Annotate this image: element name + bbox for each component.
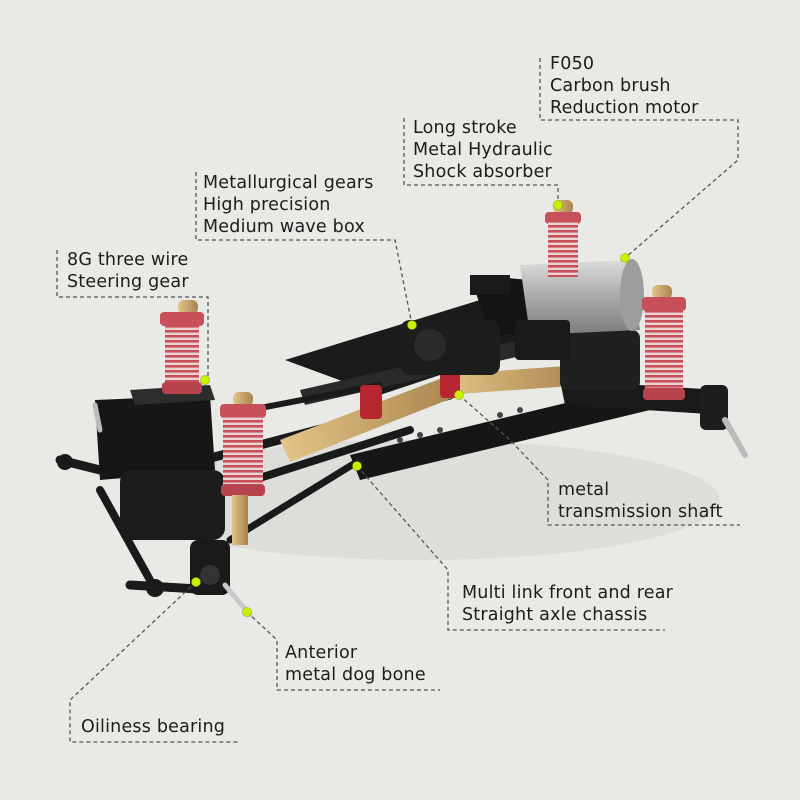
callout-bearing-line-1: Oiliness bearing [81,717,226,737]
dot-shock [553,200,563,210]
callout-dogbone-line-1: Anterior [285,643,358,663]
dot-dogbone [242,607,252,617]
leader-chassis [356,465,665,631]
callout-shaft: metal transmission shaft [558,479,723,523]
dot-chassis [352,461,362,471]
leader-shock [403,118,559,205]
callout-gearbox-line-2: High precision [203,195,331,215]
callout-servo-line-1: 8G three wire [67,250,189,270]
callout-gearbox-line-3: Medium wave box [203,217,365,237]
callout-shaft-line-2: transmission shaft [558,502,723,522]
leader-dogbone [246,611,440,691]
callout-bearing: Oiliness bearing [81,716,225,738]
gearbox-and-motor [400,259,644,375]
leader-gearbox [195,172,413,326]
front-axle-and-servo [57,385,253,618]
shock-absorbers [160,200,686,545]
leader-motor [539,58,739,259]
callout-motor-line-3: Reduction motor [550,98,699,118]
dot-shaft [454,390,464,400]
callout-shock-line-1: Long stroke [413,118,517,138]
callout-leader-lines [56,58,740,743]
leader-bearing [69,581,240,743]
callout-servo: 8G three wire Steering gear [67,249,189,293]
leader-shaft [458,394,740,526]
callout-chassis-line-2: Straight axle chassis [462,605,648,625]
callout-gearbox: Metallurgical gears High precision Mediu… [203,172,374,238]
rear-axle [560,330,748,458]
callout-shock-line-3: Shock absorber [413,162,552,182]
callout-motor-line-2: Carbon brush [550,76,671,96]
callout-gearbox-line-1: Metallurgical gears [203,173,374,193]
dot-servo [200,375,210,385]
callout-marker-dots [191,200,630,617]
callout-dogbone-line-2: metal dog bone [285,665,426,685]
callout-shock-line-2: Metal Hydraulic [413,140,553,160]
callout-motor: F050 Carbon brush Reduction motor [550,53,699,119]
ground-shadow [120,440,720,560]
callout-shock: Long stroke Metal Hydraulic Shock absorb… [413,117,553,183]
leader-servo [56,250,209,380]
dot-gearbox [407,320,417,330]
callout-chassis-line-1: Multi link front and rear [462,583,674,603]
callout-dogbone: Anterior metal dog bone [285,642,426,686]
callout-shaft-line-1: metal [558,480,610,500]
callout-motor-line-1: F050 [550,54,595,74]
callout-chassis: Multi link front and rear Straight axle … [462,582,673,626]
dot-bearing [191,577,201,587]
dot-motor [620,253,630,263]
callout-servo-line-2: Steering gear [67,272,189,292]
